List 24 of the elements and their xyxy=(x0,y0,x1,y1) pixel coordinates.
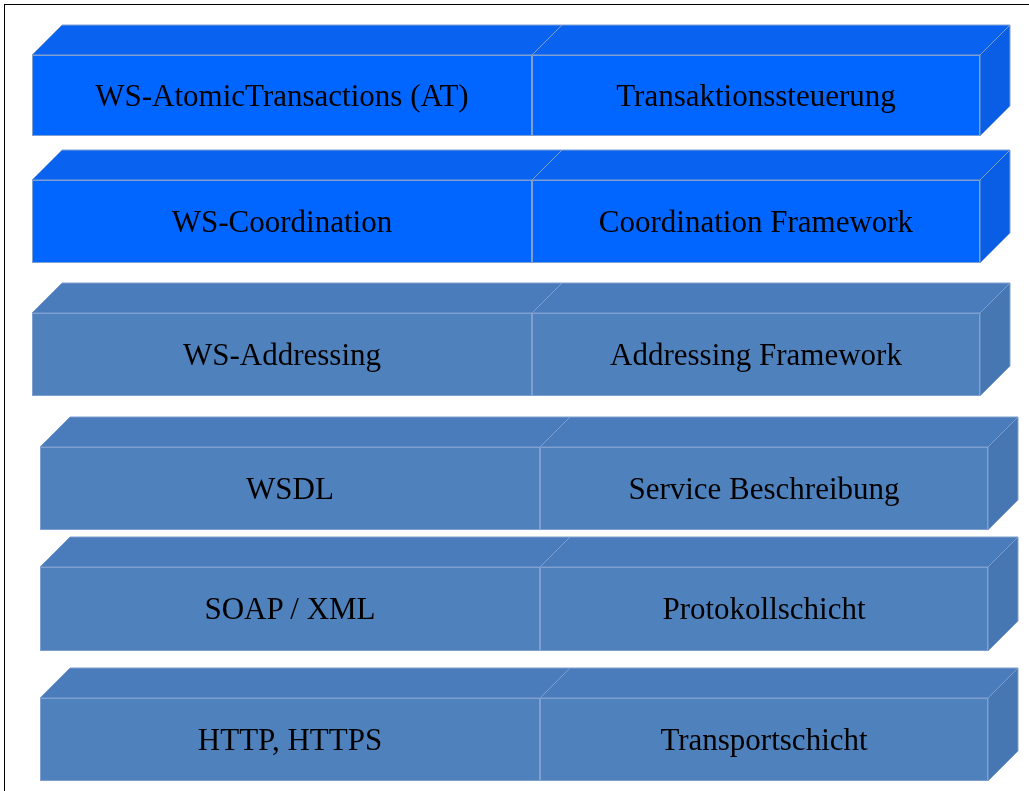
layer-label: Transportschicht xyxy=(660,721,868,758)
layer-label: Service Beschreibung xyxy=(628,470,900,507)
layer-label: Transaktionssteuerung xyxy=(616,77,896,114)
layer-label: WS-Coordination xyxy=(171,203,393,240)
layer-box xyxy=(40,447,540,530)
layer-label: WSDL xyxy=(246,470,334,507)
layer-box xyxy=(32,313,532,396)
layer-label: Protokollschicht xyxy=(662,591,866,627)
layer-box xyxy=(40,698,540,781)
layer-label: SOAP / XML xyxy=(204,591,376,627)
layer-box xyxy=(532,313,980,396)
layer-box xyxy=(540,698,988,781)
layer-label: Addressing Framework xyxy=(610,336,902,373)
layer-label: Coordination Framework xyxy=(598,203,914,240)
layer-label: WS-Addressing xyxy=(182,336,381,373)
layer-label: HTTP, HTTPS xyxy=(197,721,383,758)
layer-box xyxy=(532,55,980,136)
layer-box xyxy=(40,567,540,651)
layer-box xyxy=(540,567,988,651)
layer-box xyxy=(32,180,532,263)
layer-box xyxy=(540,447,988,530)
layer-label: WS-AtomicTransactions (AT) xyxy=(95,77,469,114)
layer-box xyxy=(532,180,980,263)
layer-box xyxy=(32,55,532,136)
